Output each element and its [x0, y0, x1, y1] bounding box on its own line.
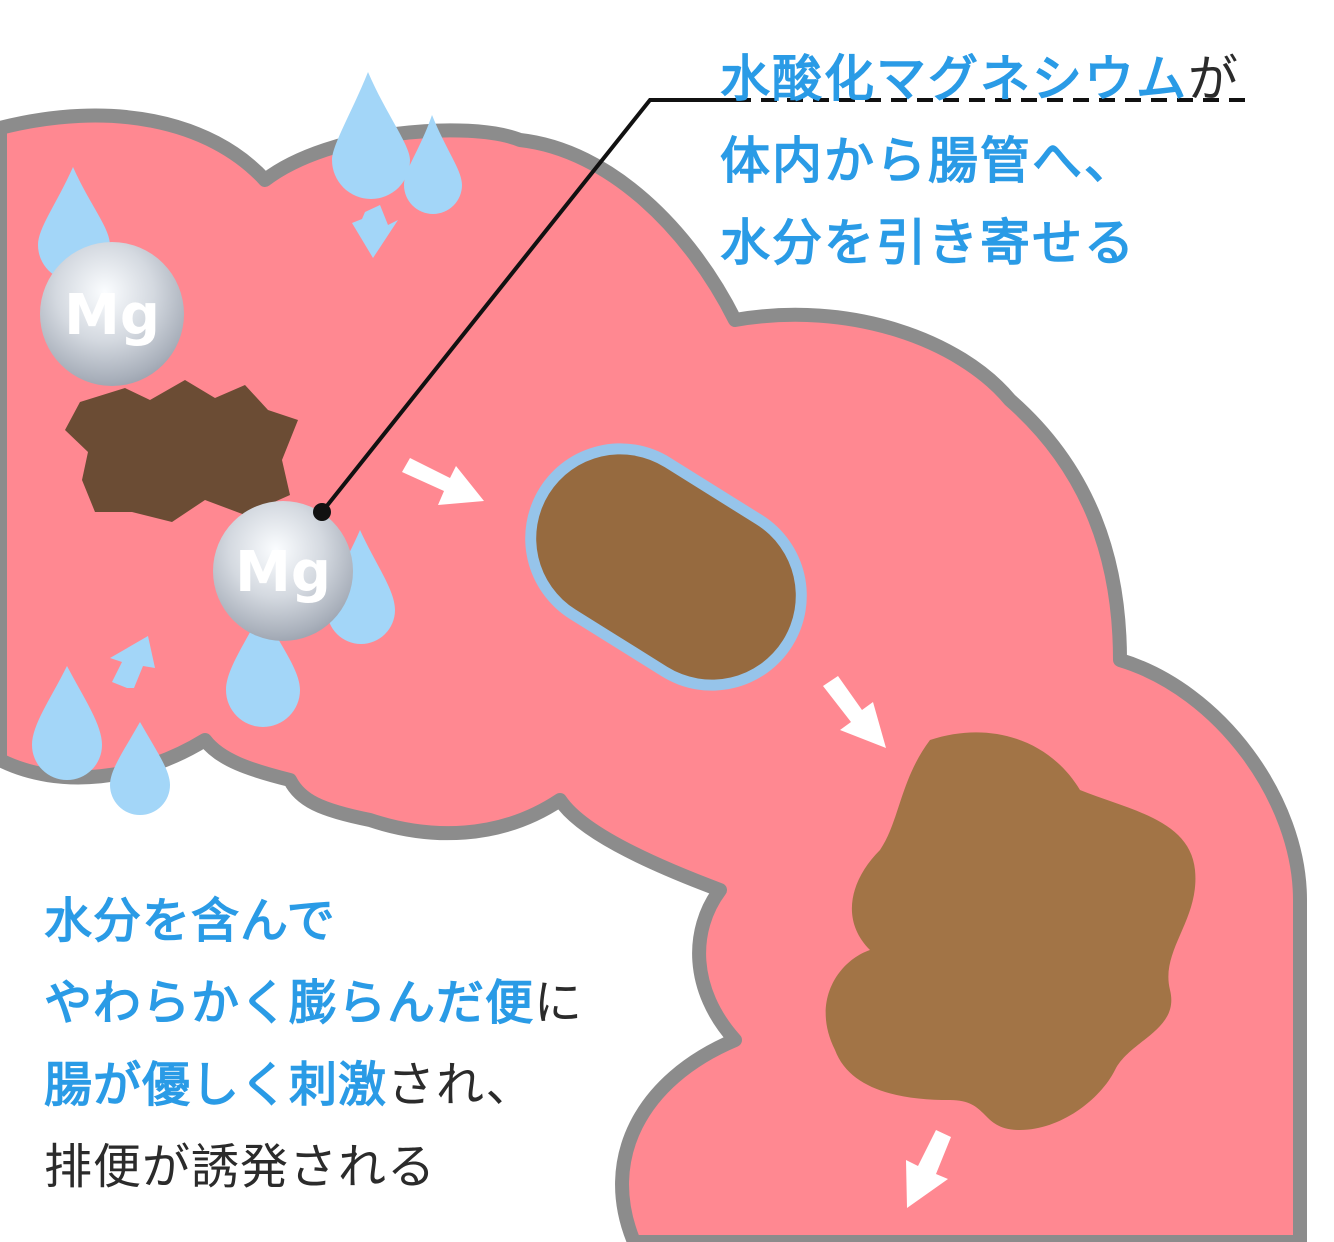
callout-line-3: 水分を引き寄せる	[720, 214, 1136, 272]
hydrated-stool-icon	[525, 443, 807, 691]
callout-line-1: 水酸化マグネシウムが	[720, 38, 1240, 120]
water-drops	[32, 72, 462, 815]
caption-line-1: 水分を含んで	[44, 893, 336, 949]
mg-label: Mg	[64, 283, 160, 348]
arrow-icon	[352, 205, 398, 258]
water-inflow-arrows	[110, 205, 398, 688]
water-drop-icon	[32, 666, 102, 780]
arrow-icon	[823, 676, 886, 748]
caption-highlight: やわらかく膨らんだ便	[44, 975, 535, 1031]
magnesium-ball-icon: Mg	[213, 501, 353, 641]
caption-suffix: に	[534, 975, 584, 1031]
callout-line-2: 体内から腸管へ、	[720, 132, 1136, 190]
arrow-icon	[402, 458, 484, 505]
flow-arrows	[402, 458, 951, 1208]
caption-highlight: 腸が優しく刺激	[44, 1057, 388, 1113]
arrow-icon	[906, 1130, 951, 1208]
arrow-icon	[110, 636, 155, 688]
caption-suffix: され、	[387, 1057, 535, 1113]
callout-suffix: が	[1188, 50, 1240, 108]
caption-line-2: やわらかく膨らんだ便に	[44, 962, 583, 1044]
water-drop-icon	[332, 72, 410, 199]
water-drop-icon	[226, 610, 300, 727]
magnesium-ball-icon: Mg	[40, 242, 184, 386]
callout-text: 水酸化マグネシウムが 体内から腸管へ、 水分を引き寄せる	[720, 38, 1240, 284]
callout-highlight: 水酸化マグネシウム	[720, 50, 1188, 108]
water-drop-icon	[404, 115, 462, 214]
caption-line-4: 排便が誘発される	[44, 1139, 437, 1195]
dry-stool-icon	[65, 380, 298, 522]
soft-stool-icon	[825, 732, 1196, 1130]
water-drop-icon	[327, 530, 395, 644]
mg-label: Mg	[235, 540, 331, 605]
callout-leader-line	[313, 98, 1245, 521]
caption-text: 水分を含んで やわらかく膨らんだ便に 腸が優しく刺激され、 排便が誘発される	[44, 880, 583, 1208]
water-drop-icon	[110, 722, 170, 815]
caption-line-3: 腸が優しく刺激され、	[44, 1044, 583, 1126]
